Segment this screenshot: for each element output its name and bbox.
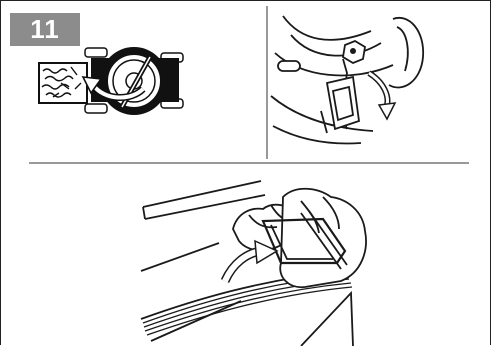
discharge-cover-lift-icon [271, 16, 423, 143]
rear-wheel [389, 18, 423, 88]
wheel-rear-left [85, 104, 107, 113]
right-hand [280, 189, 366, 287]
discharge-cover [327, 77, 359, 129]
mower-top-view-discharge-icon [39, 47, 183, 115]
wheel-front-left [85, 48, 107, 57]
grass-bag-attach-icon [141, 181, 366, 346]
